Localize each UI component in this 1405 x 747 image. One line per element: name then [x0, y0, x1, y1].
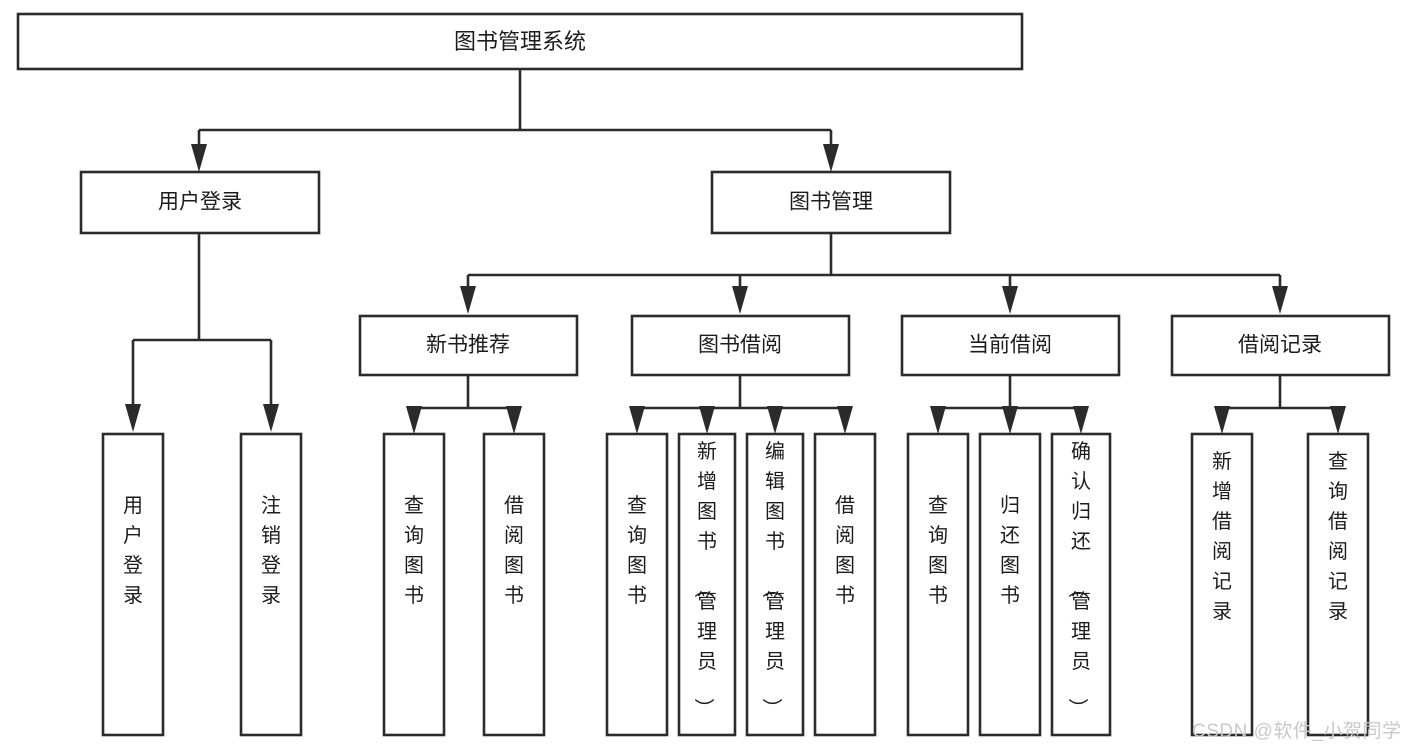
- leaf-book-borrow-query-label: 查询图书: [627, 494, 647, 607]
- leaf-book-borrow-borrow[interactable]: 借阅图书: [813, 432, 877, 737]
- leaf-book-borrow-add-box: [677, 432, 737, 737]
- leaf-borrow-record-add-box: [1190, 432, 1254, 737]
- leaf-current-borrow-query[interactable]: 查询图书: [906, 432, 970, 737]
- node-current-borrow-label: 当前借阅: [968, 334, 1052, 357]
- leaf-user-login-login-box: [101, 432, 165, 737]
- arrow-bookborrow-leaf4: [837, 406, 853, 434]
- arrow-to-user-login: [191, 144, 207, 172]
- leaf-current-borrow-confirm-label: 确认归还（管理员）: [1066, 440, 1091, 718]
- leaf-current-borrow-confirm-box: [1050, 432, 1112, 737]
- node-borrow-record-label: 借阅记录: [1238, 334, 1322, 357]
- node-book-management-box: [710, 170, 952, 235]
- arrow-bookborrow-leaf2: [699, 406, 715, 434]
- arrow-to-book-borrow: [732, 286, 748, 314]
- leaf-new-book-borrow-box: [482, 432, 546, 737]
- node-borrow-record-box: [1170, 314, 1391, 377]
- leaf-new-book-borrow[interactable]: 借阅图书: [482, 432, 546, 737]
- node-book-management-label: 图书管理: [789, 191, 873, 214]
- arrow-to-current-borrow: [1002, 286, 1018, 314]
- leaf-book-borrow-query[interactable]: 查询图书: [605, 432, 669, 737]
- node-book-borrow-box: [630, 314, 851, 377]
- leaf-new-book-borrow-label: 借阅图书: [504, 494, 524, 607]
- leaf-borrow-record-add-label: 新增借阅记录: [1212, 450, 1232, 623]
- leaf-user-login-login-label: 用户登录: [123, 495, 143, 607]
- node-user-login-box: [79, 170, 321, 235]
- arrow-currentborrow-leaf2: [1002, 406, 1018, 434]
- leaf-new-book-query-box: [382, 432, 446, 737]
- connectors-newbook-to-leaves: [406, 375, 522, 434]
- node-root-book-management-system[interactable]: 图书管理系统: [16, 12, 1024, 71]
- node-current-borrow-box: [900, 314, 1121, 377]
- node-new-book-recommend[interactable]: 新书推荐: [358, 314, 579, 377]
- leaf-current-borrow-query-label: 查询图书: [928, 494, 948, 607]
- leaf-book-borrow-borrow-label: 借阅图书: [835, 494, 855, 607]
- node-current-borrow[interactable]: 当前借阅: [900, 314, 1121, 377]
- arrow-to-book-manage: [823, 144, 839, 172]
- leaf-current-borrow-query-box: [906, 432, 970, 737]
- node-new-book-recommend-label: 新书推荐: [426, 334, 510, 357]
- leaf-user-login-login[interactable]: 用户登录: [101, 432, 165, 737]
- node-user-login-label: 用户登录: [158, 191, 242, 214]
- arrow-to-borrow-record: [1272, 286, 1288, 314]
- arrow-borrowrecord-leaf2: [1330, 406, 1346, 434]
- leaf-book-borrow-edit[interactable]: 编辑图书（管理员）: [745, 432, 805, 737]
- connectors-currentborrow-to-leaves: [930, 375, 1089, 434]
- node-root-label: 图书管理系统: [454, 29, 586, 54]
- leaf-user-login-logout-label: 注销登录: [261, 494, 281, 607]
- arrow-bookborrow-leaf3: [767, 406, 783, 434]
- leaf-book-borrow-borrow-box: [813, 432, 877, 737]
- arrow-newbook-leaf2: [506, 406, 522, 434]
- leaf-new-book-query-label: 查询图书: [404, 494, 424, 607]
- leaf-book-borrow-query-box: [605, 432, 669, 737]
- arrow-userlogin-leaf2: [263, 404, 279, 432]
- connectors-bookmanage-to-level2: [460, 233, 1288, 314]
- node-user-login[interactable]: 用户登录: [79, 170, 321, 235]
- arrow-borrowrecord-leaf1: [1214, 406, 1230, 434]
- leaf-borrow-record-query-box: [1306, 432, 1370, 737]
- node-book-borrow[interactable]: 图书借阅: [630, 314, 851, 377]
- leaf-current-borrow-confirm[interactable]: 确认归还（管理员）: [1050, 432, 1112, 737]
- arrow-currentborrow-leaf3: [1073, 406, 1089, 434]
- arrow-userlogin-leaf1: [125, 404, 141, 432]
- leaf-current-borrow-return-label: 归还图书: [1000, 494, 1020, 607]
- leaf-book-borrow-add[interactable]: 新增图书（管理员）: [677, 432, 737, 737]
- arrow-bookborrow-leaf1: [629, 406, 645, 434]
- node-new-book-recommend-box: [358, 314, 579, 377]
- node-book-management[interactable]: 图书管理: [710, 170, 952, 235]
- connectors-borrowrecord-to-leaves: [1214, 375, 1346, 434]
- connectors-userlogin-to-leaves: [125, 233, 279, 432]
- leaf-book-borrow-edit-box: [745, 432, 805, 737]
- leaf-book-borrow-add-label: 新增图书（管理员）: [692, 440, 717, 718]
- arrow-to-new-book: [460, 286, 476, 314]
- leaf-user-login-logout-box: [239, 432, 303, 737]
- leaf-current-borrow-return-box: [978, 432, 1042, 737]
- leaf-borrow-record-query-label: 查询借阅记录: [1328, 450, 1348, 623]
- leaf-new-book-query[interactable]: 查询图书: [382, 432, 446, 737]
- node-root-box: [16, 12, 1024, 71]
- arrow-newbook-leaf1: [406, 406, 422, 434]
- connectors-root-to-level1: [191, 69, 839, 172]
- node-book-borrow-label: 图书借阅: [698, 334, 782, 357]
- leaf-user-login-logout[interactable]: 注销登录: [239, 432, 303, 737]
- leaf-borrow-record-query[interactable]: 查询借阅记录: [1306, 432, 1370, 737]
- leaf-borrow-record-add[interactable]: 新增借阅记录: [1190, 432, 1254, 737]
- leaf-current-borrow-return[interactable]: 归还图书: [978, 432, 1042, 737]
- connectors-bookborrow-to-leaves: [629, 375, 853, 434]
- node-borrow-record[interactable]: 借阅记录: [1170, 314, 1391, 377]
- leaf-book-borrow-edit-label: 编辑图书（管理员）: [760, 440, 785, 718]
- arrow-currentborrow-leaf1: [930, 406, 946, 434]
